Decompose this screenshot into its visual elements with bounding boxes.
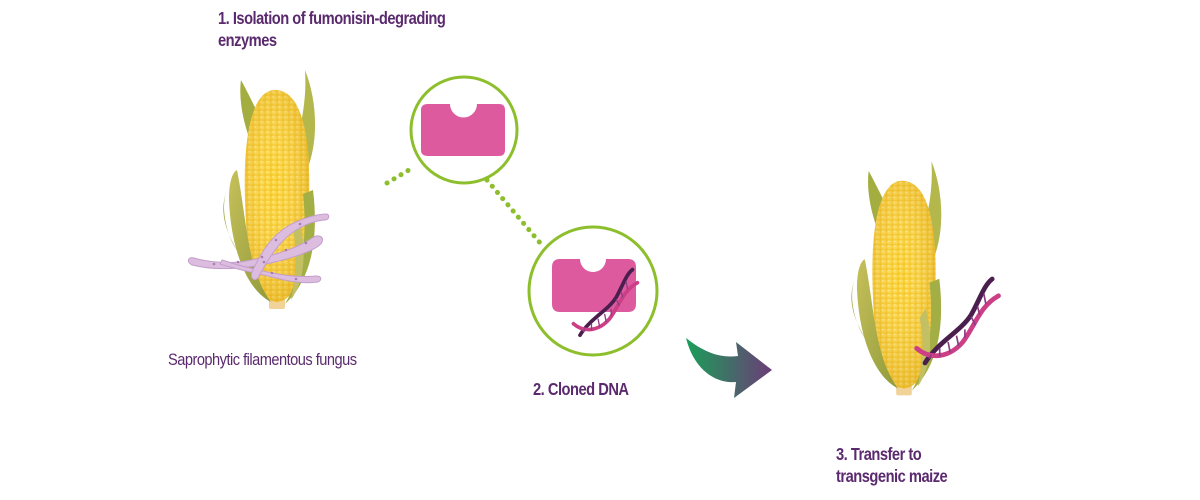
curved-arrow-icon — [686, 338, 772, 398]
step-3-label: 3. Transfer to transgenic maize — [836, 443, 948, 487]
step-1-line-2: enzymes — [218, 30, 277, 51]
enzyme-icon — [421, 104, 505, 156]
step-2-label: 2. Cloned DNA — [533, 379, 629, 399]
fungus-hyphae-icon — [187, 213, 330, 284]
step-3-line-1: 3. Transfer to — [836, 444, 922, 464]
step-3-line-2: transgenic maize — [836, 466, 948, 487]
step-1-line-1: 1. Isolation of fumonisin-degrading — [218, 8, 446, 28]
step-1-label: 1. Isolation of fumonisin-degrading enzy… — [218, 7, 446, 51]
dotted-connector — [384, 164, 544, 247]
cloned-dna-circle — [527, 225, 659, 357]
fungus-caption: Saprophytic filamentous fungus — [168, 350, 357, 369]
enzyme-circle — [409, 75, 519, 185]
